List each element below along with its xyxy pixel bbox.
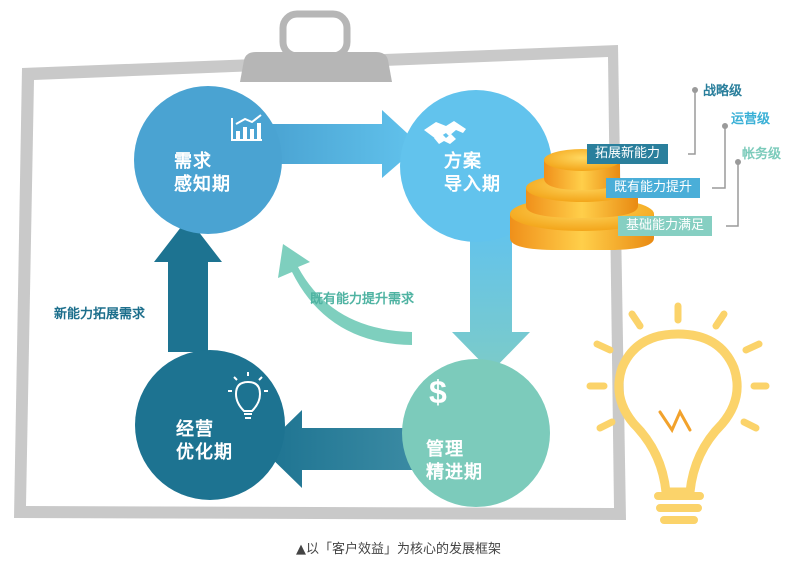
clipboard-clip: [240, 10, 392, 82]
large-lightbulb-illustration: [586, 302, 770, 524]
phase-label-line2: 导入期: [444, 174, 501, 195]
phase-label-line2: 精进期: [426, 462, 483, 483]
tier-tag-basic: 基础能力满足: [618, 216, 713, 236]
arrow-solution-to-management: [452, 228, 530, 372]
phase-label-demand: 需求 感知期: [174, 150, 231, 196]
lightbulb-icon: [228, 372, 268, 419]
circle-operation-optimization: [135, 350, 285, 500]
arrow-demand-to-solution: [268, 110, 420, 178]
phase-label-operation: 经营 优化期: [176, 418, 233, 464]
level-accounting: 帐务级: [742, 147, 782, 162]
level-strategic: 战略级: [703, 84, 743, 99]
phase-label-line2: 感知期: [174, 174, 231, 195]
arrow-existing-capability-curve: [278, 244, 412, 345]
bar-chart-icon: [231, 114, 262, 141]
level-connectors: [688, 87, 741, 227]
phase-label-line1: 方案: [444, 151, 482, 172]
tier-tag-improve: 既有能力提升: [606, 178, 701, 198]
arrow-label-new-capability: 新能力拓展需求: [54, 307, 146, 322]
phase-label-management: 管理 精进期: [426, 438, 483, 484]
level-operational: 运营级: [731, 112, 771, 127]
tier-tag-expand: 拓展新能力: [587, 144, 669, 164]
circle-management-refinement: [402, 359, 550, 507]
phase-label-line1: 管理: [426, 439, 464, 460]
figure-caption: ▲以「客户效益」为核心的发展框架: [296, 542, 501, 557]
dollar-icon: $: [429, 374, 447, 410]
arrow-label-existing-capability: 既有能力提升需求: [310, 292, 415, 307]
phase-label-line1: 需求: [174, 151, 212, 172]
arrow-operation-to-demand: [154, 218, 222, 352]
phase-label-line1: 经营: [176, 419, 214, 440]
phase-label-line2: 优化期: [176, 442, 233, 463]
phase-label-solution: 方案 导入期: [444, 150, 501, 196]
handshake-icon: [424, 121, 466, 144]
circle-demand-awareness: [134, 86, 282, 234]
arrow-management-to-operation: [262, 410, 412, 488]
